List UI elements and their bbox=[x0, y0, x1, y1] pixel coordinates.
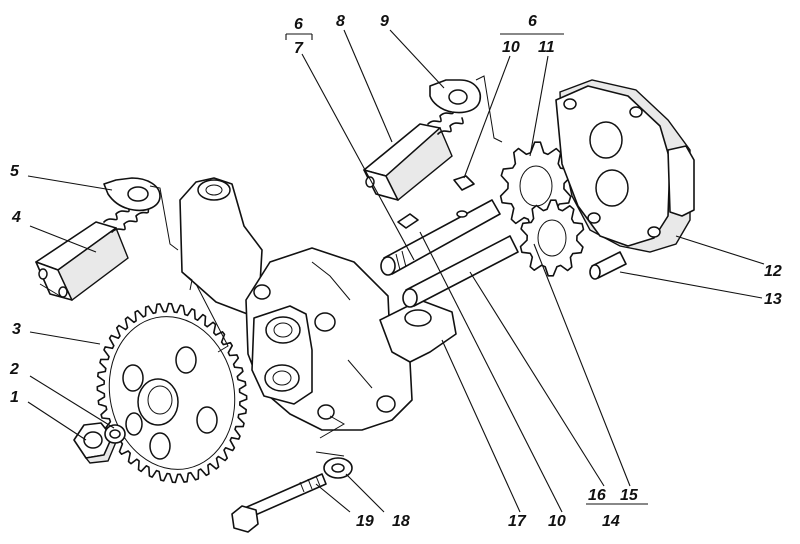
label-3: 3 bbox=[12, 321, 21, 338]
bolt bbox=[231, 473, 327, 533]
label-18: 18 bbox=[392, 513, 410, 530]
part-labels: 1 2 3 4 5 6 7 8 9 6 10 11 12 13 14 15 16… bbox=[9, 13, 782, 530]
label-12: 12 bbox=[764, 263, 782, 280]
dowel-pin bbox=[589, 251, 627, 280]
label-8: 8 bbox=[336, 13, 345, 30]
label-6-right: 6 bbox=[528, 13, 537, 30]
shaft-key-upper bbox=[453, 175, 475, 191]
shaft-key-lower bbox=[397, 213, 419, 229]
drive-gear bbox=[96, 302, 248, 484]
valve-body-upper bbox=[363, 123, 453, 202]
label-2: 2 bbox=[9, 361, 19, 378]
hex-nut bbox=[73, 422, 117, 464]
label-14: 14 bbox=[602, 513, 620, 530]
driven-shaft bbox=[402, 235, 519, 308]
fraction-bars bbox=[285, 33, 648, 505]
bolt-washer bbox=[323, 457, 353, 479]
label-4: 4 bbox=[11, 209, 21, 226]
valve-washer-upper bbox=[429, 79, 482, 114]
label-17: 17 bbox=[508, 513, 527, 530]
label-15: 15 bbox=[620, 487, 639, 504]
assembly-lines bbox=[149, 75, 503, 457]
valve-washer-left bbox=[103, 177, 161, 212]
pump-housing bbox=[179, 177, 457, 431]
valve-body-left bbox=[35, 221, 129, 302]
drive-shaft bbox=[380, 199, 501, 276]
label-16: 16 bbox=[588, 487, 606, 504]
label-11: 11 bbox=[538, 39, 555, 56]
pump-gear-lower bbox=[519, 199, 585, 277]
label-6-left: 6 bbox=[294, 16, 303, 33]
lock-washer bbox=[104, 424, 126, 444]
pump-cover bbox=[555, 79, 695, 253]
leader-lines bbox=[27, 29, 765, 513]
label-10-top: 10 bbox=[502, 39, 520, 56]
label-10-bottom: 10 bbox=[548, 513, 566, 530]
label-9: 9 bbox=[380, 13, 389, 30]
label-13: 13 bbox=[764, 291, 782, 308]
label-7: 7 bbox=[294, 40, 304, 57]
label-19: 19 bbox=[356, 513, 374, 530]
label-1: 1 bbox=[10, 389, 19, 406]
label-5: 5 bbox=[10, 163, 20, 180]
